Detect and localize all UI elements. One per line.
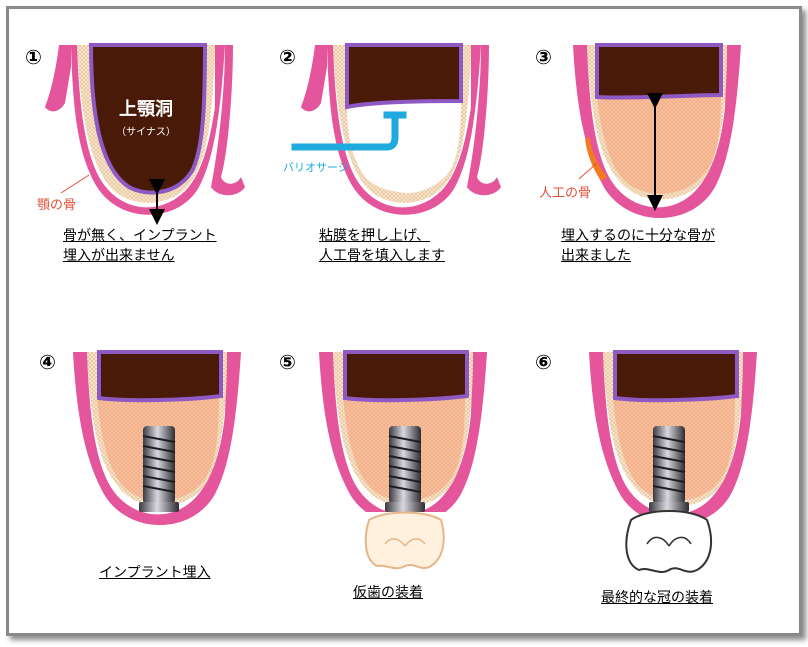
step-3-illustration: 人工の骨 <box>539 43 741 219</box>
step-1-caption-2: 埋入が出来ません <box>63 248 175 264</box>
step-2-illustration: バリオサージ <box>283 43 501 215</box>
step-5-illustration <box>319 350 487 570</box>
step-1-caption-1: 骨が無く、インプラント <box>63 228 217 244</box>
step-5-caption: 仮歯の装着 <box>353 585 423 601</box>
bone-label: 顎の骨 <box>37 198 76 213</box>
step-4-panel: ④ インプラント埋入 <box>19 344 281 633</box>
step-1-illustration: 上顎洞 （サイナス） 顎の骨 <box>37 43 245 225</box>
step-6-caption: 最終的な冠の装着 <box>601 590 713 606</box>
step-4-illustration <box>73 350 241 526</box>
step-1-number: ① <box>25 45 42 69</box>
temporary-crown-icon <box>359 511 451 570</box>
final-crown-icon <box>625 510 713 573</box>
step-5-panel: ⑤ 仮歯の装着 <box>275 344 537 633</box>
implant-icon <box>649 426 689 512</box>
step-2-caption-1: 粘膜を押し上げ、 <box>319 228 431 244</box>
step-3-caption-1: 埋入するのに十分な骨が <box>561 228 715 244</box>
diagram-frame: ① 上顎洞 （サイナス） 顎の骨 骨が無く、インプラント 埋入が出来ません ② <box>6 6 802 636</box>
implant-icon <box>139 426 179 512</box>
step-2-number: ② <box>279 45 296 69</box>
step-6-illustration <box>589 350 757 573</box>
step-4-number: ④ <box>39 350 56 374</box>
tool-label: バリオサージ <box>283 161 349 174</box>
step-3-panel: ③ 人工の骨 埋入するのに十分な骨が 出来ました <box>531 37 793 337</box>
step-1-panel: ① 上顎洞 （サイナス） 顎の骨 骨が無く、インプラント 埋入が出来ません <box>19 37 281 337</box>
step-6-number: ⑥ <box>535 350 552 374</box>
sinus-label: 上顎洞 <box>119 99 173 120</box>
sinus-sub-label: （サイナス） <box>116 126 176 138</box>
step-2-panel: ② バリオサージ 粘膜を押し上げ、 人工骨を填入します <box>275 37 537 337</box>
step-6-panel: ⑥ 最終的な冠の装着 <box>531 344 793 633</box>
implant-icon <box>385 426 425 512</box>
step-3-number: ③ <box>535 45 552 69</box>
step-5-number: ⑤ <box>279 350 296 374</box>
step-4-caption: インプラント埋入 <box>99 565 211 581</box>
graft-label: 人工の骨 <box>539 186 591 201</box>
step-2-caption-2: 人工骨を填入します <box>319 248 445 264</box>
step-3-caption-2: 出来ました <box>561 248 631 264</box>
